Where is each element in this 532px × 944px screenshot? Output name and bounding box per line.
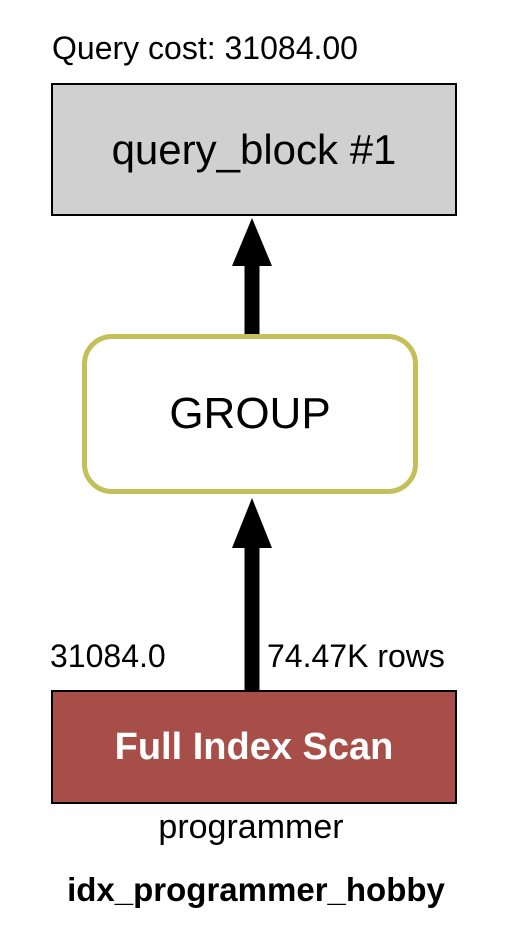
group-node[interactable]: GROUP — [82, 334, 418, 494]
edge-scan-to-group — [232, 498, 272, 690]
edge-rows-label: 74.47K rows — [267, 638, 445, 674]
edge-cost-label: 31084.0 — [50, 638, 166, 674]
edge-group-to-query-block — [232, 218, 272, 334]
query-block-label: query_block #1 — [111, 125, 397, 173]
query-cost-label: Query cost: 31084.00 — [52, 30, 358, 66]
arrowhead-icon — [232, 218, 272, 266]
group-label: GROUP — [169, 389, 331, 438]
full-index-scan-label: Full Index Scan — [114, 725, 394, 768]
index-name-label: idx_programmer_hobby — [67, 871, 445, 908]
query-block-node[interactable]: query_block #1 — [51, 83, 457, 216]
table-name-label: programmer — [158, 808, 344, 846]
full-index-scan-node[interactable]: Full Index Scan — [51, 690, 457, 804]
arrowhead-icon — [232, 498, 272, 548]
